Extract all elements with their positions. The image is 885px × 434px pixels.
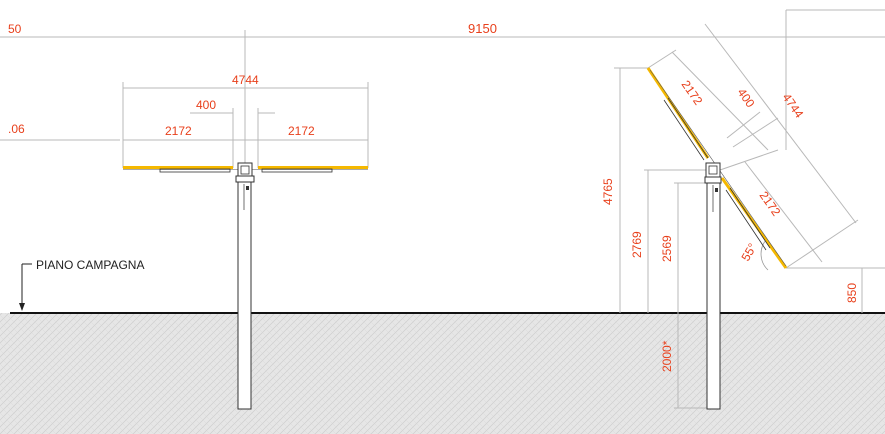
dim-2569: 2569 bbox=[660, 235, 674, 262]
panel-tilted-lower bbox=[720, 177, 788, 269]
post-right bbox=[706, 182, 721, 410]
rotation-head-right bbox=[705, 162, 721, 178]
post-left bbox=[237, 181, 252, 410]
left-tracker: 4744 400 2172 2172 bbox=[122, 30, 369, 410]
dim-2172-left-a: 2172 bbox=[165, 124, 192, 138]
dim-400-left: 400 bbox=[196, 98, 216, 112]
dim-06: .06 bbox=[8, 122, 25, 136]
angle-55: 55° bbox=[738, 241, 759, 264]
dim-4744-right: 4744 bbox=[780, 91, 807, 121]
dim-2000: 2000* bbox=[660, 340, 674, 372]
dim-9150: 9150 bbox=[468, 21, 497, 36]
panel-left bbox=[123, 166, 233, 169]
dim-50: 50 bbox=[8, 22, 22, 36]
dim-850: 850 bbox=[845, 283, 859, 303]
ground-label: PIANO CAMPAGNA bbox=[36, 258, 144, 272]
ground-marker bbox=[19, 263, 32, 311]
dim-4744-left: 4744 bbox=[232, 73, 259, 87]
dim-2172-left-b: 2172 bbox=[288, 124, 315, 138]
ground-soil bbox=[0, 313, 885, 434]
panel-right bbox=[258, 166, 368, 169]
dim-4765: 4765 bbox=[601, 178, 615, 205]
dim-2172-right-b: 2172 bbox=[757, 189, 784, 219]
dim-2769: 2769 bbox=[630, 231, 644, 258]
